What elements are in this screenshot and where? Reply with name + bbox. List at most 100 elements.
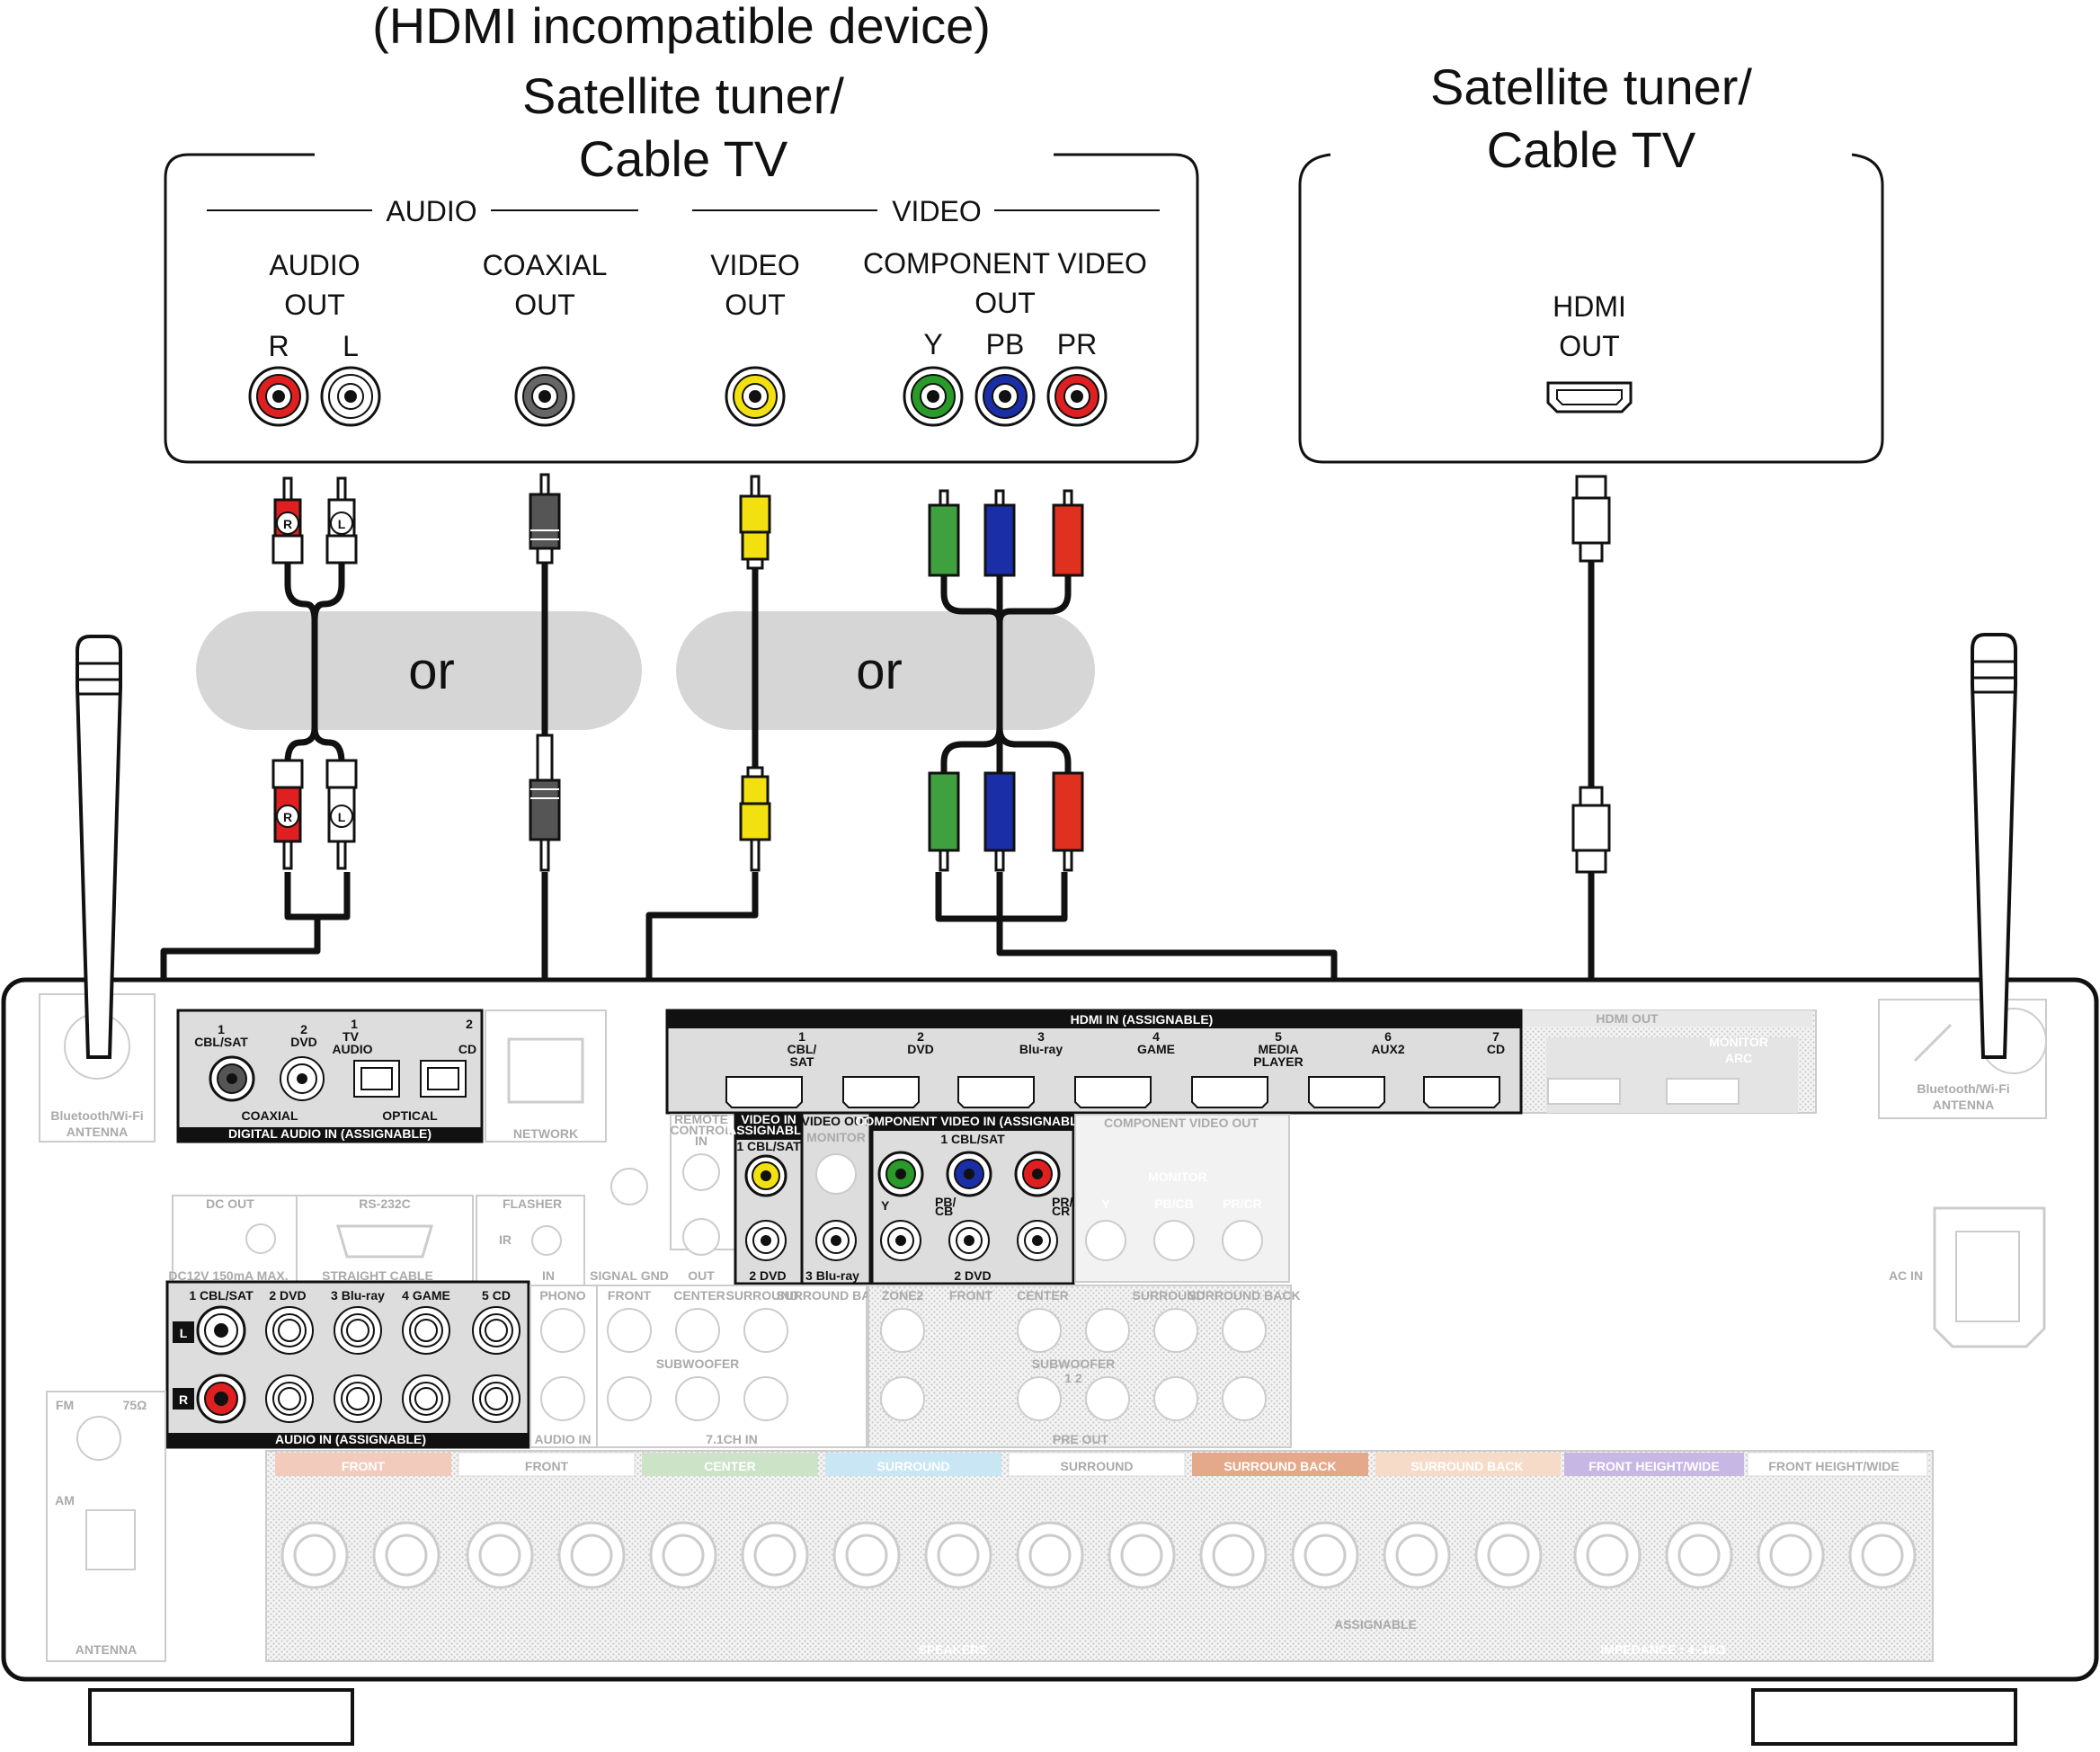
component-out-monitor-label: MONITOR (1148, 1169, 1207, 1184)
digital-cd-label: CD (458, 1042, 476, 1056)
ac-in: AC IN (1889, 1206, 2046, 1348)
video-out-label: VIDEO (710, 249, 800, 281)
antenna-right: Bluetooth/Wi-Fi ANTENNA (1878, 633, 2047, 1119)
component-in-pb: PB/ (935, 1195, 956, 1209)
receiver: Bluetooth/Wi-Fi ANTENNA Bluetooth/Wi-Fi … (1, 633, 2099, 1746)
component-in-label: COMPONENT VIDEO IN (ASSIGNABLE) (855, 1114, 1090, 1128)
audio-in-1-label: 1 CBL/SAT (189, 1288, 254, 1303)
hdmi-device-title-line1: Satellite tuner/ (1430, 58, 1752, 115)
straight-cable-label: STRAIGHT CABLE (322, 1268, 433, 1283)
plug-l-letter: L (338, 517, 346, 531)
hdmi-in-6-num: 6 (1384, 1029, 1392, 1044)
remote-label-2: CONTROL (670, 1123, 733, 1137)
optical-label: OPTICAL (382, 1108, 438, 1123)
plug-audio-l-top: L (325, 476, 358, 565)
hdmi-out-label-2: OUT (1559, 330, 1620, 362)
hdmi-in-2-num: 2 (917, 1029, 924, 1044)
hdmi-in-5-label: MEDIA (1258, 1042, 1298, 1056)
speaker-front-height-r-label: FRONT HEIGHT/WIDE (1588, 1459, 1719, 1473)
digital-num-1: 1 (218, 1022, 225, 1036)
hdmi-in-1-label-2: SAT (790, 1054, 814, 1069)
hdmi-in-6-label: AUX2 (1371, 1042, 1405, 1056)
video-in-assignable: (ASSIGNABLE) (723, 1123, 814, 1137)
audio-in-5-label: 5 CD (482, 1288, 511, 1303)
remote-label: REMOTE (674, 1112, 728, 1126)
pre-subwoofer-label: SUBWOOFER (1032, 1356, 1116, 1371)
pre-subwoofer-nums: 1 2 (1064, 1371, 1082, 1385)
component-in-cr: CR (1052, 1204, 1070, 1218)
bt-antenna-label-left: Bluetooth/Wi-Fi (50, 1108, 143, 1123)
analog-device-title-line2: Satellite tuner/ (522, 67, 844, 124)
video-in-1-label: 1 CBL/SAT (736, 1139, 801, 1153)
component-in-y: Y (881, 1198, 890, 1213)
pre-front-label: FRONT (949, 1288, 993, 1303)
hdmi-device-box: Satellite tuner/ Cable TV HDMI OUT (1298, 58, 1884, 464)
monitor-label: MONITOR (1709, 1035, 1768, 1049)
component-out-y: Y (1101, 1196, 1110, 1211)
hdmi-device-title-line2: Cable TV (1487, 121, 1696, 178)
speaker-surround-l-label: SURROUND (1061, 1459, 1134, 1473)
plug-coax-bottom (529, 734, 561, 872)
pre-center-label: CENTER (1017, 1288, 1069, 1303)
video-out-monitor-label: MONITOR (806, 1130, 866, 1144)
coaxial-out-label: COAXIAL (483, 249, 608, 281)
jack-audio-r (248, 366, 309, 427)
fm-ohm-label: 75Ω (123, 1398, 147, 1412)
component-y-label: Y (923, 328, 942, 360)
flasher-ir-label: IR (499, 1232, 512, 1247)
hdmi-in-1-num: 1 (798, 1029, 805, 1044)
ch71-surround-back-label: SURROUND BACK (776, 1288, 888, 1303)
dc-out-label: DC OUT (206, 1196, 254, 1211)
arc-label: ARC (1725, 1051, 1752, 1065)
component-pr-label: PR (1057, 328, 1097, 360)
phono-label: PHONO (539, 1288, 585, 1303)
plug-video-bottom (739, 766, 771, 872)
remote-control-area: REMOTE CONTROL IN OUT SIGNAL GND (590, 1112, 740, 1283)
speaker-center-label: CENTER (704, 1459, 756, 1473)
digital-dvd-label: DVD (290, 1035, 317, 1049)
hdmi-in-label: HDMI IN (ASSIGNABLE) (1071, 1012, 1214, 1027)
audio-in-r-badge: R (179, 1392, 188, 1407)
signal-gnd-label: SIGNAL GND (590, 1268, 669, 1283)
pre-zone2-label: ZONE2 (882, 1288, 924, 1303)
network-port: NETWORK (485, 1009, 607, 1143)
or-label-video: or (856, 642, 903, 700)
component-out-receiver-label: COMPONENT VIDEO OUT (1104, 1116, 1259, 1130)
analog-device-box: (HDMI incompatible device) Satellite tun… (164, 0, 1199, 464)
audio-group-label: AUDIO (386, 195, 476, 227)
jack-video (725, 366, 786, 427)
audio-in-label: AUDIO IN (ASSIGNABLE) (275, 1432, 426, 1446)
ac-in-label: AC IN (1889, 1268, 1923, 1283)
plugs: R L R L (271, 473, 1611, 874)
video-in-3-label: 3 Blu-ray (805, 1268, 859, 1283)
digital-in-label: DIGITAL AUDIO IN (ASSIGNABLE) (228, 1126, 432, 1141)
hdmi-in-5-label-2: PLAYER (1253, 1054, 1304, 1069)
digital-tv-num: 1 (351, 1017, 358, 1031)
audio-in-3-label: 3 Blu-ray (331, 1288, 385, 1303)
plug-l-letter-bottom: L (338, 810, 346, 824)
am-label: AM (55, 1493, 75, 1507)
plug-component-pb-bottom (983, 771, 1016, 872)
hdmi-out-label: HDMI (1553, 290, 1626, 323)
ch71-surround-label: SURROUND (726, 1288, 799, 1303)
pre-out-label: PRE OUT (1053, 1432, 1109, 1446)
component-out-panel: COMPONENT VIDEO OUT MONITOR Y PB/CB PR/C… (1074, 1114, 1290, 1283)
or-bubble-audio (196, 611, 642, 730)
hdmi-out-port (1546, 381, 1633, 414)
fm-label: FM (56, 1398, 74, 1412)
antenna-label: ANTENNA (76, 1642, 137, 1657)
audio-out-label-2: OUT (284, 289, 345, 321)
hdmi-in-5-num: 5 (1275, 1029, 1282, 1044)
video-in-panel: VIDEO IN (ASSIGNABLE) 1 CBL/SAT 2 DVD VI… (723, 1111, 872, 1285)
component-out-label-2: OUT (974, 287, 1036, 319)
fm-am-antenna: FM 75Ω AM ANTENNA (46, 1391, 166, 1662)
speaker-terminals: FRONT FRONT CENTER SURROUND SURROUND SUR… (265, 1450, 1934, 1662)
video-group-label: VIDEO (892, 195, 982, 227)
jack-audio-l (320, 366, 381, 427)
digital-tv-label: TV (343, 1029, 360, 1044)
ch71-in-label: 7.1CH IN (706, 1432, 758, 1446)
digital-tv-audio-label: AUDIO (332, 1042, 372, 1056)
speaker-assignable-label: ASSIGNABLE (1334, 1617, 1417, 1632)
speakers-label: SPEAKERS (918, 1642, 987, 1657)
digital-cbl-label: CBL/SAT (194, 1035, 248, 1049)
